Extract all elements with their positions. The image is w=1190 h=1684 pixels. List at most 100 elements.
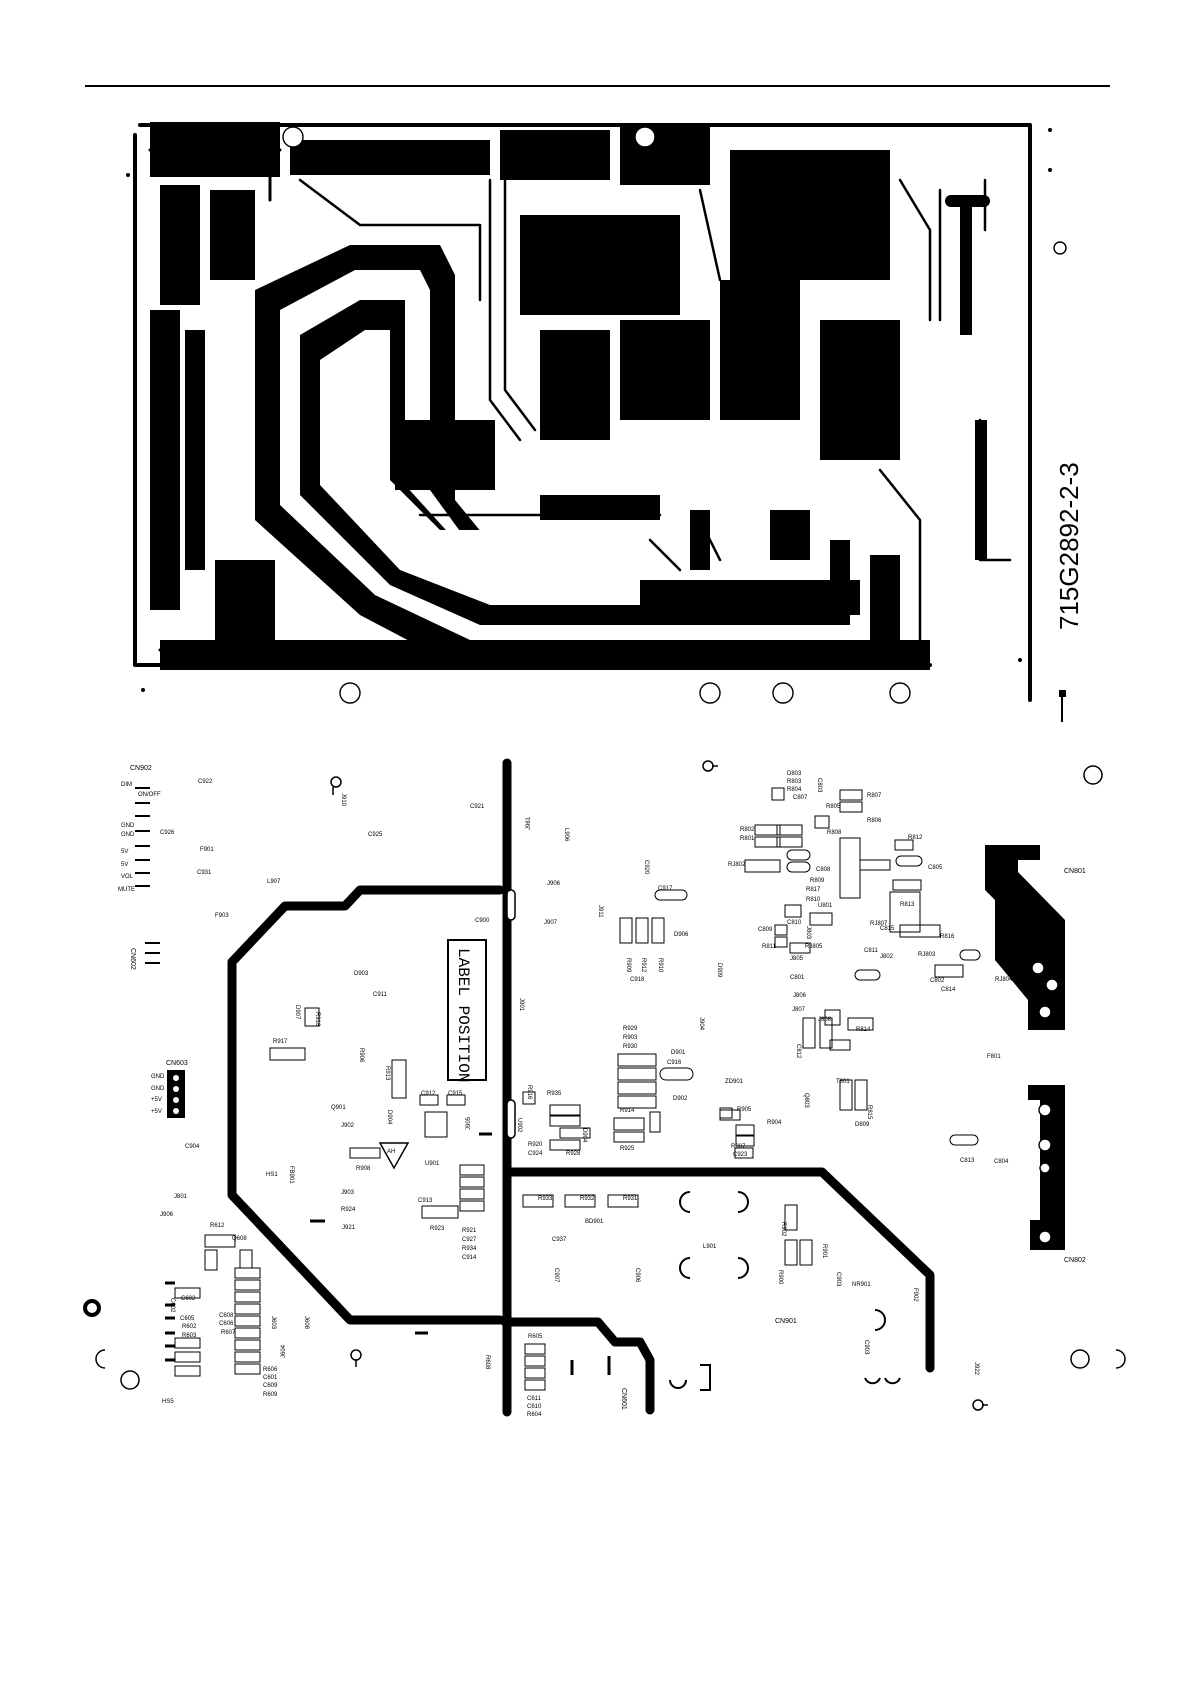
svg-text:AH: AH (387, 1149, 395, 1155)
svg-text:R908: R908 (356, 1166, 371, 1172)
svg-text:J604: J604 (281, 1344, 287, 1358)
svg-text:J806: J806 (793, 993, 807, 999)
svg-text:J961: J961 (526, 816, 532, 830)
svg-text:F902: F902 (912, 1288, 918, 1302)
svg-text:C916: C916 (667, 1060, 682, 1066)
svg-text:R921: R921 (462, 1228, 477, 1234)
svg-text:R807: R807 (867, 793, 882, 799)
svg-text:R910: R910 (657, 958, 663, 973)
svg-text:MUTE: MUTE (118, 887, 135, 893)
svg-text:J901: J901 (518, 998, 524, 1012)
svg-text:R809: R809 (810, 878, 825, 884)
svg-text:R810: R810 (806, 897, 821, 903)
svg-text:C927: C927 (462, 1237, 477, 1243)
svg-text:C923: C923 (733, 1152, 748, 1158)
svg-text:RJ804: RJ804 (995, 977, 1013, 983)
svg-text:Q901: Q901 (331, 1105, 346, 1111)
svg-text:C601: C601 (263, 1375, 278, 1381)
svg-text:C911: C911 (373, 992, 388, 998)
svg-text:J911: J911 (597, 905, 603, 918)
svg-text:D803: D803 (787, 771, 802, 777)
svg-text:R900: R900 (777, 1270, 783, 1285)
svg-text:C809: C809 (758, 927, 773, 933)
cn902-pin-labels: DIM ON/OFF GND GND 5V 5V VOL MUTE (118, 782, 161, 893)
svg-text:R905: R905 (737, 1107, 752, 1113)
cn801-label: CN801 (1064, 868, 1086, 875)
warning-triangle-icon: AH (378, 1142, 410, 1170)
svg-text:J910: J910 (340, 793, 346, 807)
svg-text:R804: R804 (787, 787, 802, 793)
svg-text:C922: C922 (198, 779, 213, 785)
svg-text:C921: C921 (470, 804, 485, 810)
svg-text:C937: C937 (552, 1237, 567, 1243)
svg-text:GND: GND (121, 832, 135, 838)
svg-text:HS5: HS5 (162, 1399, 174, 1405)
svg-text:C811: C811 (864, 948, 879, 954)
svg-text:C801: C801 (790, 975, 805, 981)
svg-text:R925: R925 (620, 1146, 635, 1152)
screw-icon (330, 760, 988, 1411)
svg-text:R929: R929 (623, 1026, 638, 1032)
svg-text:R605: R605 (528, 1334, 543, 1340)
svg-text:BD901: BD901 (585, 1219, 604, 1225)
svg-text:C802: C802 (930, 978, 945, 984)
svg-text:D906: D906 (674, 932, 689, 938)
svg-text:R817: R817 (806, 887, 821, 893)
component-labels: C922 J910 C921 C925 C926 F901 C931 L907 … (160, 771, 1013, 1418)
svg-text:J904: J904 (698, 1017, 704, 1031)
svg-text:R816: R816 (940, 934, 955, 940)
svg-text:R803: R803 (787, 779, 802, 785)
svg-text:R932: R932 (580, 1196, 595, 1202)
svg-text:U902: U902 (516, 1118, 522, 1133)
svg-text:5V: 5V (121, 862, 128, 868)
svg-text:R928: R928 (566, 1151, 581, 1157)
svg-text:C913: C913 (418, 1198, 433, 1204)
svg-text:C611: C611 (527, 1396, 542, 1402)
svg-text:J805: J805 (790, 956, 804, 962)
svg-text:L907: L907 (267, 879, 281, 885)
svg-text:F903: F903 (215, 913, 229, 919)
svg-text:C926: C926 (160, 830, 175, 836)
svg-text:Q608: Q608 (232, 1236, 247, 1242)
svg-text:R801: R801 (740, 836, 755, 842)
svg-text:R906: R906 (358, 1048, 364, 1063)
svg-text:GND: GND (151, 1086, 165, 1092)
mounting-holes (95, 765, 1126, 1390)
cn801-heatsink (985, 845, 1065, 1030)
svg-text:J905: J905 (466, 1116, 472, 1130)
svg-text:R808: R808 (827, 830, 842, 836)
svg-text:J807: J807 (792, 1007, 806, 1013)
svg-text:Q803: Q803 (803, 1093, 809, 1108)
svg-text:R930: R930 (623, 1044, 638, 1050)
svg-text:C815: C815 (880, 926, 895, 932)
svg-text:C906: C906 (634, 1268, 640, 1283)
svg-text:R918: R918 (314, 1012, 320, 1027)
svg-text:R909: R909 (625, 958, 631, 973)
cn602-label: CN602 (129, 948, 136, 970)
svg-text:FB901: FB901 (288, 1166, 294, 1184)
svg-text:R608: R608 (484, 1355, 490, 1370)
svg-text:R802: R802 (740, 827, 755, 833)
svg-text:J902: J902 (341, 1123, 355, 1129)
svg-text:R934: R934 (462, 1246, 477, 1252)
cn802-label: CN802 (1064, 1257, 1086, 1264)
svg-text:J921: J921 (342, 1225, 356, 1231)
svg-text:C925: C925 (368, 832, 383, 838)
cn902-label: CN902 (130, 765, 152, 772)
svg-text:+5V: +5V (151, 1109, 162, 1115)
component-footprints (174, 787, 981, 1391)
svg-text:C605: C605 (180, 1316, 195, 1322)
svg-text:D909: D909 (716, 963, 722, 978)
svg-text:C918: C918 (630, 977, 645, 983)
label-position-box (447, 939, 487, 1081)
svg-text:D901: D901 (671, 1050, 686, 1056)
svg-text:C610: C610 (527, 1404, 542, 1410)
svg-text:C920: C920 (643, 860, 649, 875)
svg-text:GND: GND (151, 1074, 165, 1080)
svg-text:R923: R923 (430, 1226, 445, 1232)
svg-text:R903: R903 (623, 1035, 638, 1041)
svg-text:J906: J906 (160, 1212, 174, 1218)
svg-text:5V: 5V (121, 849, 128, 855)
board-code: 715G2892-2-3 (1054, 462, 1084, 630)
svg-text:ON/OFF: ON/OFF (138, 792, 161, 798)
